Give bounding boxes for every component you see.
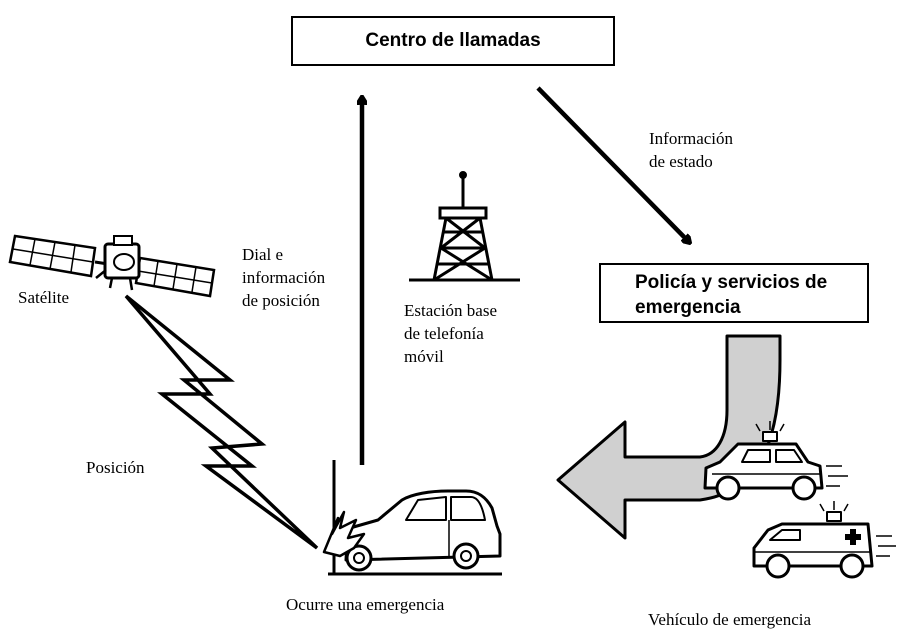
call-center-box: Centro de llamadas <box>291 16 615 66</box>
emergency-vehicle-label: Vehículo de emergencia <box>648 610 812 629</box>
dial-label-line1: Dial e <box>242 245 284 264</box>
police-label-line2: emergencia <box>635 297 741 318</box>
position-label: Posición <box>86 458 145 477</box>
satellite-label: Satélite <box>18 288 69 307</box>
satellite-icon <box>8 234 216 298</box>
dial-label-line2: información <box>242 268 326 287</box>
antenna-tower-icon <box>409 171 520 282</box>
status-info-label: Información de estado <box>649 127 733 173</box>
dial-label-line3: de posición <box>242 291 320 310</box>
crashed-car-icon <box>322 460 502 576</box>
station-label-line3: móvil <box>404 347 444 366</box>
police-services-box: Policía y servicios de emergencia <box>599 263 869 323</box>
dial-info-label: Dial e información de posición <box>242 243 325 312</box>
police-car-icon <box>703 421 848 501</box>
base-station-label: Estación base de telefonía móvil <box>404 299 497 368</box>
status-label-line1: Información <box>649 129 734 148</box>
ambulance-icon <box>752 501 896 579</box>
call-center-label: Centro de llamadas <box>365 30 541 51</box>
police-label-line1: Policía y servicios de <box>635 272 828 293</box>
station-label-line2: de telefonía <box>404 324 484 343</box>
big-grey-arrow <box>556 334 782 540</box>
emergency-occurs-label: Ocurre una emergencia <box>286 595 445 614</box>
arrow-to-police <box>536 86 689 242</box>
station-label-line1: Estación base <box>404 301 497 320</box>
status-label-line2: de estado <box>649 152 713 171</box>
lightning-bolt-icon <box>124 294 319 550</box>
